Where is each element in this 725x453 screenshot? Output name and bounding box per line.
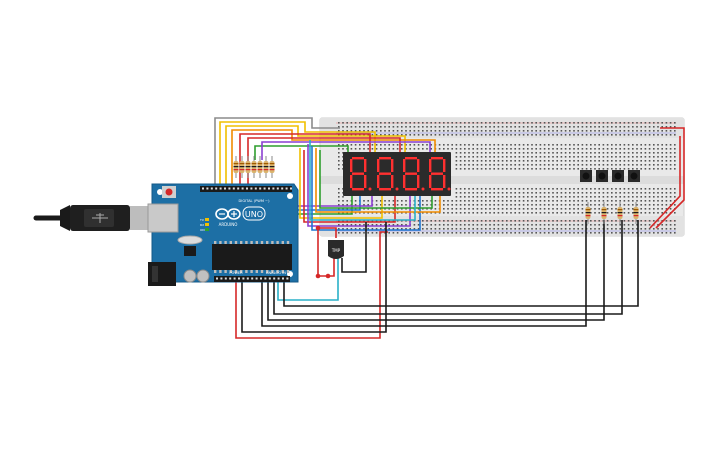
on-label: ON xyxy=(200,228,205,232)
resistor[interactable] xyxy=(245,156,251,178)
header-pins[interactable] xyxy=(202,187,292,280)
resistor[interactable] xyxy=(257,156,263,178)
resistor[interactable] xyxy=(601,202,607,224)
reset-button-icon[interactable] xyxy=(162,186,176,198)
resistor[interactable] xyxy=(233,156,239,178)
seven-segment-display[interactable] xyxy=(343,152,451,196)
push-button-2[interactable] xyxy=(596,170,608,182)
arduino-uno-board[interactable]: TX RX ON ARDUINO UNO DIGITAL (PWM ~) POW… xyxy=(147,183,299,286)
arduino-logo-icon xyxy=(215,208,241,220)
model-label: UNO xyxy=(245,210,263,219)
push-button-1[interactable] xyxy=(580,170,592,182)
push-buttons[interactable] xyxy=(580,170,640,182)
rx-label: RX xyxy=(200,223,204,227)
power-label: POWER xyxy=(229,271,243,275)
push-button-3[interactable] xyxy=(612,170,624,182)
analog-label: ANALOG IN xyxy=(266,271,286,275)
resistor[interactable] xyxy=(263,156,269,178)
chip-pins xyxy=(214,241,290,273)
display-digits xyxy=(350,157,451,191)
resistor-bank-right[interactable] xyxy=(585,202,639,224)
sensor-label: TMP xyxy=(331,248,341,253)
dc-jack-icon xyxy=(148,262,176,286)
resistor[interactable] xyxy=(239,156,245,178)
resistor[interactable] xyxy=(617,202,623,224)
resistor[interactable] xyxy=(251,156,257,178)
push-button-4[interactable] xyxy=(628,170,640,182)
temperature-sensor[interactable]: TMP xyxy=(315,225,344,279)
digital-header-label: DIGITAL (PWM ~) xyxy=(239,199,271,203)
resistor[interactable] xyxy=(585,202,591,224)
resistor-bank-top[interactable] xyxy=(233,156,275,178)
brand-label: ARDUINO xyxy=(219,222,238,227)
resistor[interactable] xyxy=(633,202,639,224)
tx-label: TX xyxy=(199,218,204,222)
resistor[interactable] xyxy=(269,156,275,178)
